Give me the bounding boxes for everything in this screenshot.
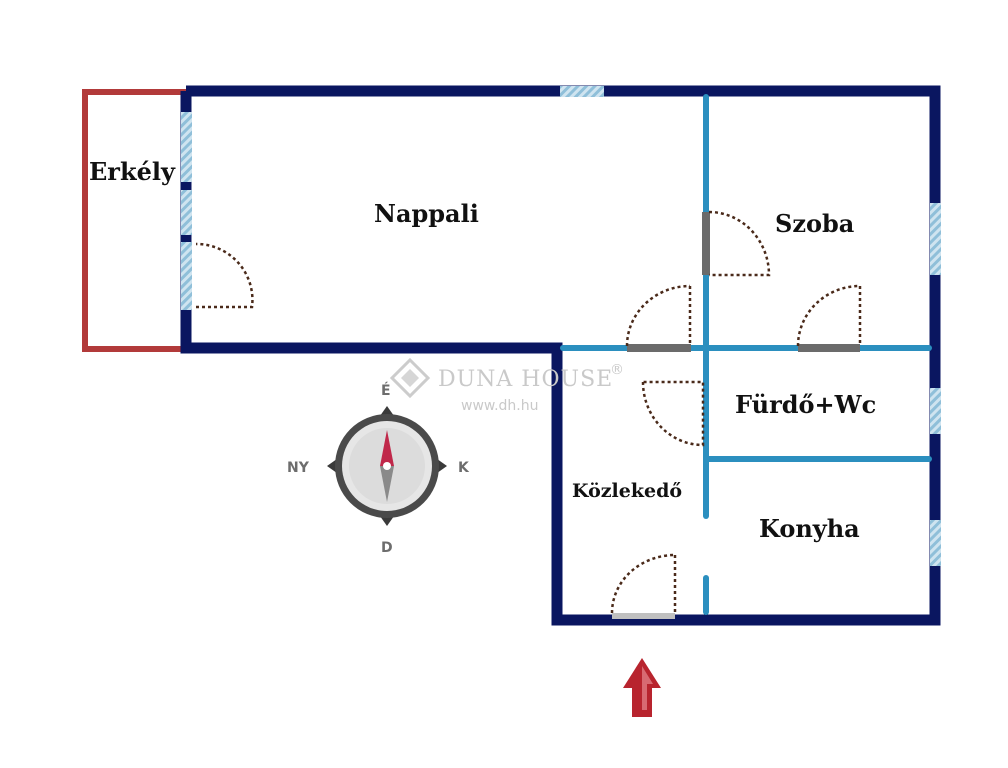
door-furdo xyxy=(641,380,705,447)
door-balcony xyxy=(195,242,254,309)
room-label-kozlekedo: Közlekedő xyxy=(572,480,682,502)
room-label-nappali: Nappali xyxy=(374,199,479,228)
door-szoba-left xyxy=(708,210,771,277)
window-balcony-1 xyxy=(181,112,192,182)
entry-arrow-icon xyxy=(623,658,661,717)
room-label-konyha: Konyha xyxy=(759,514,860,543)
door-openings xyxy=(612,212,860,619)
balcony-outline xyxy=(82,89,186,352)
room-label-szoba: Szoba xyxy=(775,209,854,238)
door-swings xyxy=(195,210,862,614)
duna-house-watermark: DUNA HOUSE ® www.dh.hu xyxy=(389,357,624,414)
watermark-name: DUNA HOUSE xyxy=(438,367,613,392)
compass-south-label: D xyxy=(381,540,393,556)
window-balcony-3 xyxy=(181,242,192,310)
compass-west-label: NY xyxy=(287,460,310,476)
watermark-url: www.dh.hu xyxy=(461,398,538,414)
room-label-furdo: Fürdő+Wc xyxy=(735,390,876,419)
duna-house-logo-icon xyxy=(389,357,431,399)
door-nappali xyxy=(625,284,692,347)
watermark-registered: ® xyxy=(610,362,624,378)
door-szoba-right xyxy=(796,284,862,347)
window-top xyxy=(560,86,604,97)
outer-walls xyxy=(180,85,941,626)
window-szoba xyxy=(930,203,941,275)
door-entry xyxy=(610,553,677,614)
room-label-erkely: Erkély xyxy=(89,157,176,186)
window-furdo xyxy=(930,388,941,434)
compass-north-label: É xyxy=(381,382,391,399)
windows xyxy=(181,86,941,566)
inner-walls xyxy=(560,94,932,615)
compass-east-label: K xyxy=(458,460,470,476)
window-konyha xyxy=(930,520,941,566)
window-balcony-2 xyxy=(181,190,192,235)
compass-icon xyxy=(327,406,447,526)
